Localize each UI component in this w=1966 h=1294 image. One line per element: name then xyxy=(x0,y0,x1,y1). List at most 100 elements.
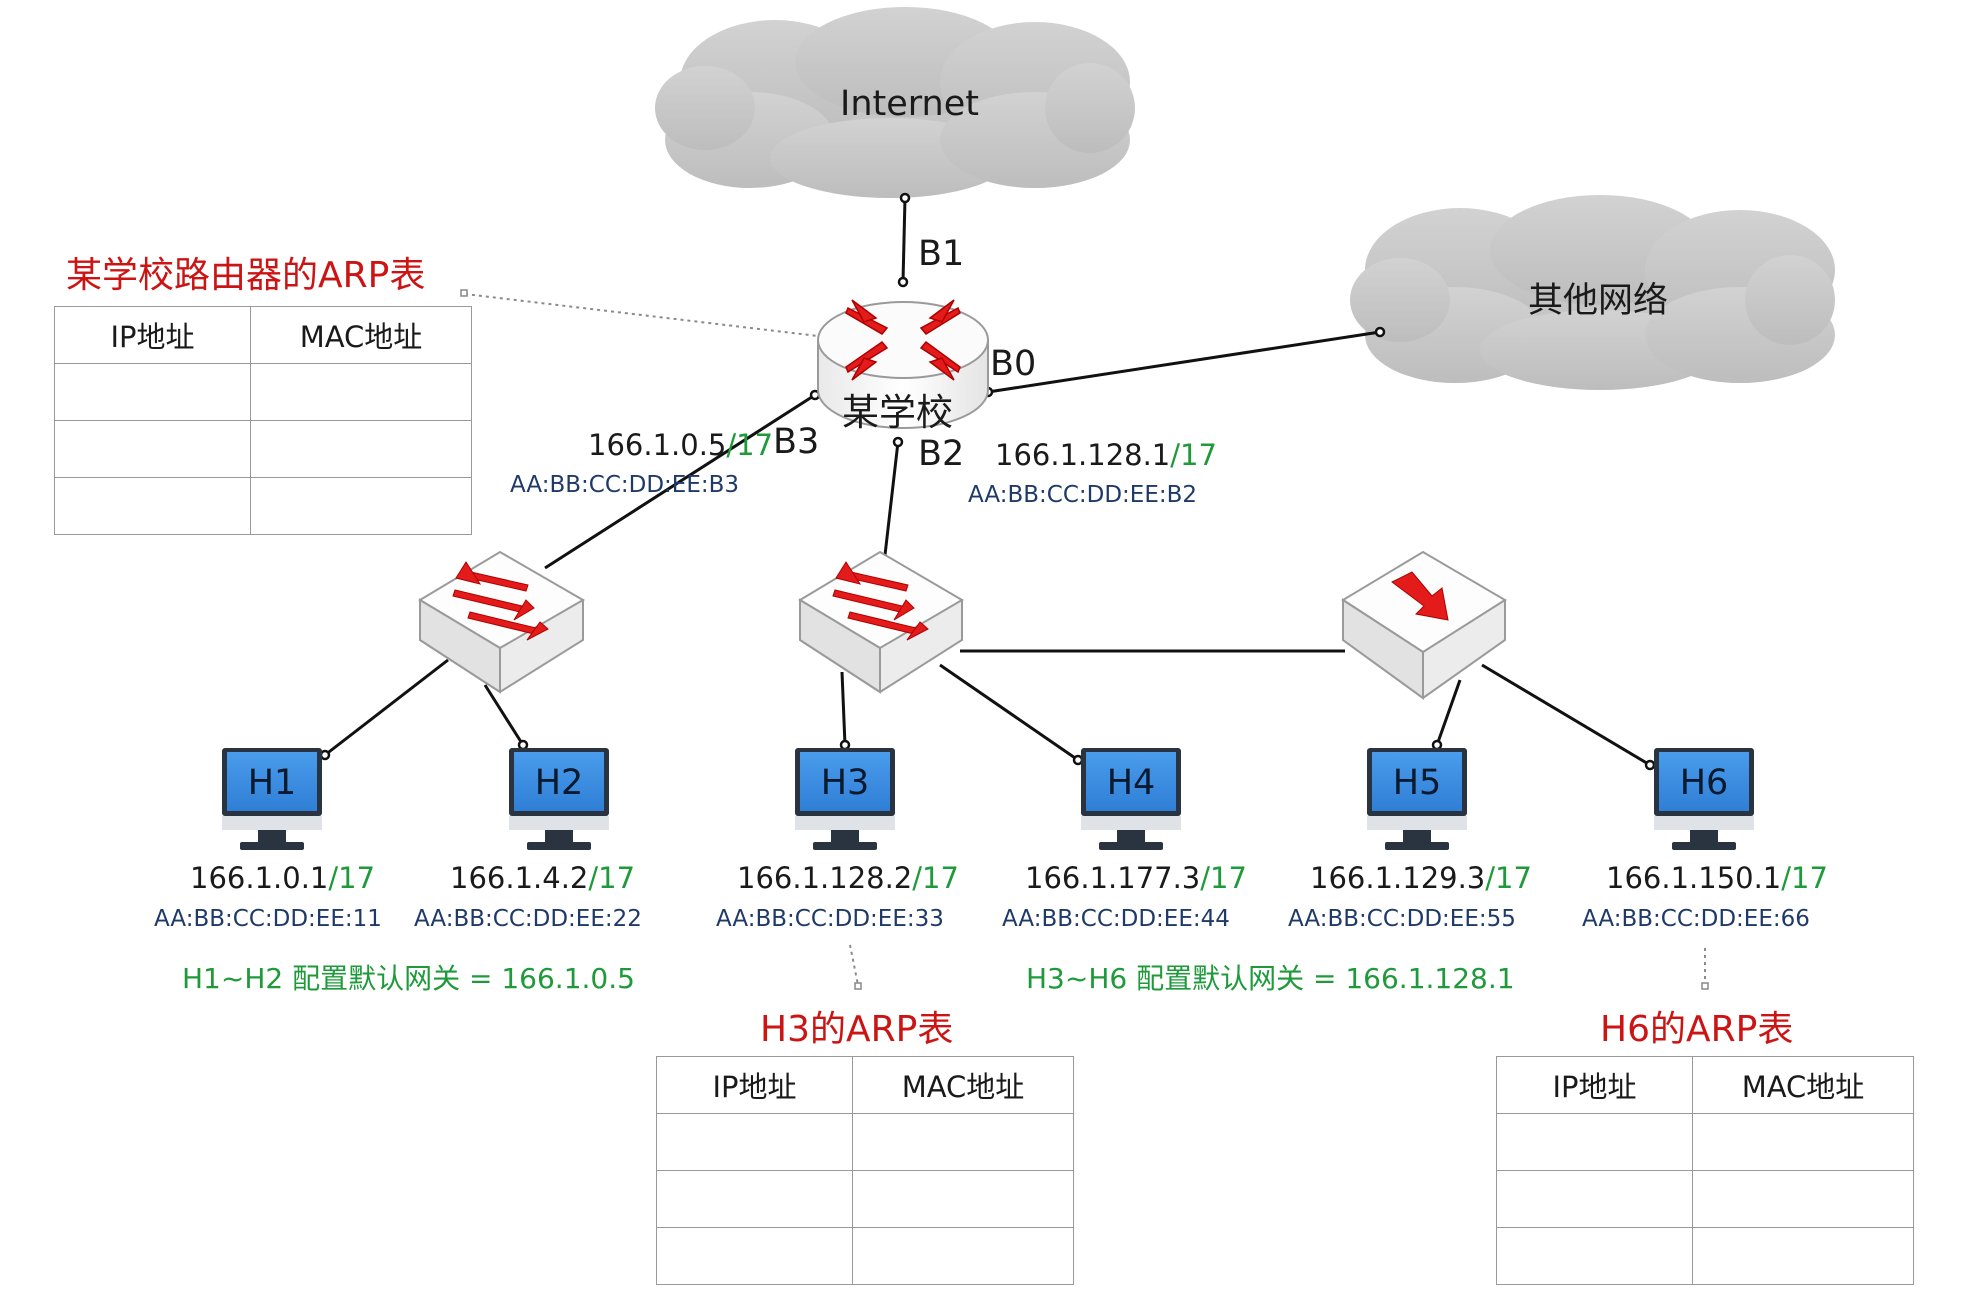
monitor-h3-icon: H3 xyxy=(795,748,895,850)
monitor-h5-icon: H5 xyxy=(1367,748,1467,850)
table-cell xyxy=(250,477,472,535)
table-cell xyxy=(250,363,472,421)
table-cell xyxy=(54,477,251,535)
switch-3-icon xyxy=(1341,550,1507,700)
table-cell xyxy=(656,1170,853,1228)
link-switch1-h1 xyxy=(324,658,449,757)
leader-router-arp xyxy=(464,293,819,337)
host-label-h1: H1 xyxy=(248,763,297,803)
table-cell xyxy=(1496,1170,1693,1228)
h6-ip: 166.1.150.1/17 xyxy=(1606,861,1828,895)
table-cell xyxy=(54,420,251,478)
router-arp-title: 某学校路由器的ARP表 xyxy=(66,255,426,296)
link-b2-switch2 xyxy=(883,441,900,556)
hosts-layer: H1 H2 H3 H4 H5 H6 xyxy=(222,748,1754,850)
h1-ip: 166.1.0.1/17 xyxy=(190,861,376,895)
h5-ip: 166.1.129.3/17 xyxy=(1310,861,1532,895)
h3-arp-col-mac: MAC地址 xyxy=(852,1056,1074,1114)
table-cell xyxy=(852,1227,1074,1285)
monitor-h4-icon: H4 xyxy=(1081,748,1181,850)
table-row xyxy=(1496,1113,1914,1171)
h4-mac: AA:BB:CC:DD:EE:44 xyxy=(1002,906,1230,932)
table-row xyxy=(656,1113,1074,1171)
monitor-h1-icon: H1 xyxy=(222,748,322,850)
h2-ip: 166.1.4.2/17 xyxy=(450,861,636,895)
host-label-h3: H3 xyxy=(821,763,870,803)
table-cell xyxy=(1496,1113,1693,1171)
b2-mac: AA:BB:CC:DD:EE:B2 xyxy=(968,482,1198,508)
h3-arp-col-ip: IP地址 xyxy=(656,1056,853,1114)
h6-arp-title: H6的ARP表 xyxy=(1600,1009,1794,1050)
switch-1-icon xyxy=(418,550,585,694)
link-switch2-h3 xyxy=(840,671,847,746)
table-row xyxy=(1496,1227,1914,1285)
table-row xyxy=(656,1170,1074,1228)
router-arp-col-ip: IP地址 xyxy=(54,306,251,364)
h1-mac: AA:BB:CC:DD:EE:11 xyxy=(154,906,382,932)
host-label-h4: H4 xyxy=(1107,763,1156,803)
table-row xyxy=(656,1227,1074,1285)
link-b3-switch1 xyxy=(544,393,816,570)
table-cell xyxy=(656,1227,853,1285)
table-cell xyxy=(1692,1227,1914,1285)
table-cell xyxy=(1692,1170,1914,1228)
other-network-cloud xyxy=(1350,195,1835,390)
network-links xyxy=(324,197,1651,767)
table-row xyxy=(1496,1170,1914,1228)
gateway-note-h3-h6: H3~H6 配置默认网关 = 166.1.128.1 xyxy=(1026,962,1515,995)
host-label-h2: H2 xyxy=(535,763,584,803)
router-name: 某学校 xyxy=(842,391,953,434)
table-cell xyxy=(54,363,251,421)
port-b0: B0 xyxy=(990,344,1037,384)
switch-3-arrow-icon xyxy=(1391,571,1449,621)
b3-mac: AA:BB:CC:DD:EE:B3 xyxy=(510,472,740,498)
other-network-label: 其他网络 xyxy=(1528,281,1669,321)
h2-mac: AA:BB:CC:DD:EE:22 xyxy=(414,906,642,932)
link-switch3-h5 xyxy=(1435,679,1462,746)
h5-mac: AA:BB:CC:DD:EE:55 xyxy=(1288,906,1516,932)
table-cell xyxy=(250,420,472,478)
router-arp-col-mac: MAC地址 xyxy=(250,306,472,364)
table-cell xyxy=(852,1170,1074,1228)
table-row xyxy=(54,420,472,478)
host-label-h6: H6 xyxy=(1680,763,1729,803)
dotted-leaders xyxy=(464,293,1706,986)
table-row xyxy=(54,477,472,535)
link-switch1-h2 xyxy=(483,684,525,746)
link-switch2-h4 xyxy=(939,663,1079,762)
port-b1: B1 xyxy=(918,234,965,274)
link-switch3-h6 xyxy=(1481,663,1651,767)
host-label-h5: H5 xyxy=(1393,763,1442,803)
router-arrows-icon xyxy=(845,299,961,381)
h3-arp-title: H3的ARP表 xyxy=(760,1009,954,1050)
monitor-h2-icon: H2 xyxy=(509,748,609,850)
router-icon xyxy=(817,299,989,429)
link-b0-other xyxy=(987,330,1381,394)
port-b2: B2 xyxy=(918,434,965,474)
gateway-note-h1-h2: H1~H2 配置默认网关 = 166.1.0.5 xyxy=(182,962,635,995)
internet-cloud xyxy=(655,7,1135,198)
table-cell xyxy=(852,1113,1074,1171)
b3-ip: 166.1.0.5/17 xyxy=(588,428,774,462)
monitor-h6-icon: H6 xyxy=(1654,748,1754,850)
h3-mac: AA:BB:CC:DD:EE:33 xyxy=(716,906,944,932)
table-row xyxy=(54,363,472,421)
switch-2-icon xyxy=(798,550,964,694)
port-b3: B3 xyxy=(773,422,820,462)
b2-ip: 166.1.128.1/17 xyxy=(995,438,1217,472)
leader-h3-arp xyxy=(849,944,859,986)
link-internet-b1 xyxy=(901,197,907,283)
h6-mac: AA:BB:CC:DD:EE:66 xyxy=(1582,906,1810,932)
table-cell xyxy=(1692,1113,1914,1171)
h6-arp-col-ip: IP地址 xyxy=(1496,1056,1693,1114)
table-cell xyxy=(1496,1227,1693,1285)
internet-label: Internet xyxy=(840,84,979,124)
h4-ip: 166.1.177.3/17 xyxy=(1025,861,1247,895)
h3-ip: 166.1.128.2/17 xyxy=(737,861,959,895)
table-cell xyxy=(656,1113,853,1171)
h6-arp-col-mac: MAC地址 xyxy=(1692,1056,1914,1114)
